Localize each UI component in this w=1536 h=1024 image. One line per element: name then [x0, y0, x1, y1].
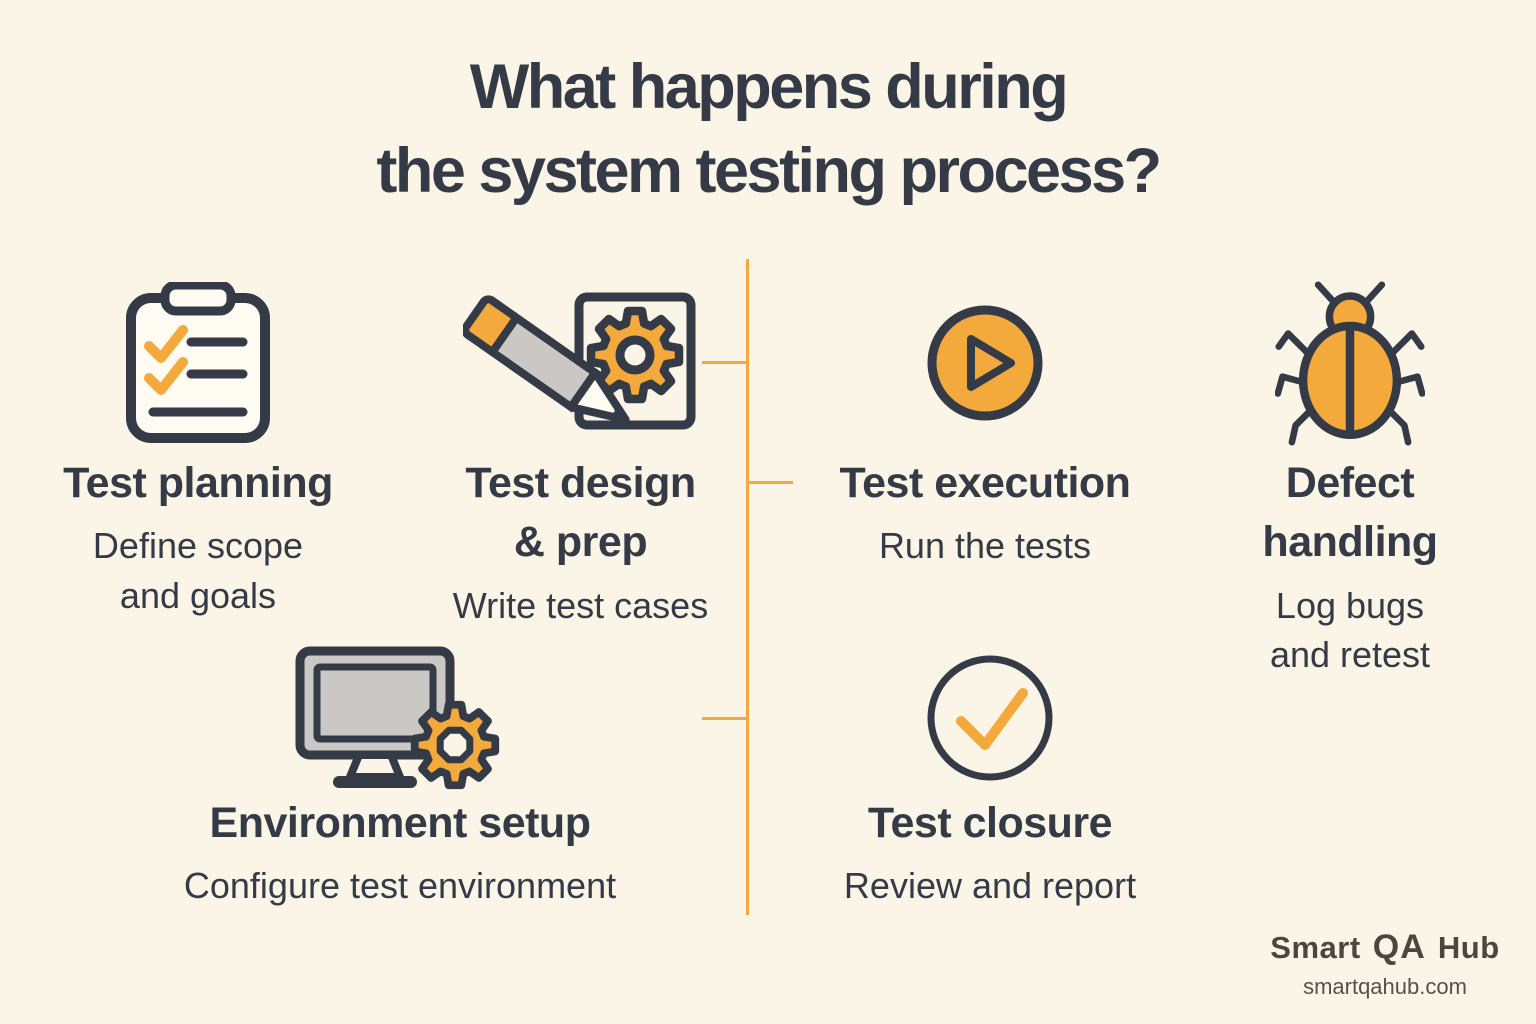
connector-tick-test-execution [748, 481, 793, 484]
page-title-line-1: What happens during [469, 52, 1069, 122]
vertical-connector-line [746, 259, 749, 915]
stage-subtitle-line: and goals [119, 575, 277, 616]
clipboard-checklist-svg [126, 282, 270, 443]
stage-subtitle: Review and report [844, 861, 1136, 911]
play-circle-svg [927, 305, 1043, 421]
stage-subtitle: Run the tests [879, 521, 1091, 571]
stage-subtitle: Log bugs and retest [1270, 581, 1430, 680]
stage-subtitle-line: Run the tests [878, 525, 1092, 567]
stage-subtitle-line: Write test cases [452, 584, 709, 626]
stage-title: Test execution [840, 454, 1131, 513]
stage-title-line: Test planning [63, 459, 333, 507]
stage-subtitle: Configure test environment [184, 861, 616, 911]
stage-title: Test closure [867, 794, 1113, 853]
bug-svg [1275, 280, 1425, 446]
stage-title-line: Defect [1285, 459, 1415, 507]
monitor-gear-svg [295, 646, 500, 789]
stage-title-line: Test execution [839, 459, 1131, 507]
play-circle-icon [800, 272, 1170, 454]
stage-title: Environment setup [210, 794, 591, 853]
stage-title-line: & prep [513, 518, 648, 567]
stage-subtitle-line: Define scope [92, 525, 304, 567]
stage-title: Defect handling [1262, 454, 1438, 573]
brand-website: smartqahub.com [1303, 974, 1467, 999]
brand-name-hub: Hub [1437, 930, 1500, 965]
pencil-document-gear-icon [408, 272, 753, 454]
brand-qa-monogram: QA [1372, 928, 1426, 966]
brand-name-smart: Smart [1270, 930, 1361, 965]
clipboard-checklist-icon [18, 272, 378, 454]
brand-name: Smart QA Hub [1225, 928, 1536, 967]
brand-footer: Smart QA Hub smartqahub.com [1225, 928, 1536, 1000]
stage-title-line: Environment setup [209, 799, 591, 847]
bug-icon [1190, 272, 1510, 454]
stage-title: Test design & prep [465, 454, 696, 573]
stage-subtitle-line: Configure test environment [183, 865, 617, 907]
stage-test-execution: Test execution Run the tests [800, 272, 1170, 571]
page-title: What happens during the system testing p… [0, 46, 1536, 214]
stage-subtitle: Write test cases [453, 581, 708, 631]
stage-title-line: Test closure [867, 799, 1113, 847]
connector-tick-test-design [702, 361, 748, 364]
stage-subtitle-line: Log bugs [1275, 584, 1425, 626]
check-circle-svg [927, 655, 1053, 781]
stage-subtitle-line: and retest [1269, 634, 1431, 676]
stage-subtitle: Define scope and goals [93, 521, 303, 620]
page-title-line-2: the system testing process? [376, 135, 1162, 206]
stage-subtitle-line: Review and report [843, 865, 1137, 907]
stage-title-line: Test design [465, 459, 696, 507]
monitor-gear-icon [140, 642, 660, 794]
pencil-document-gear-svg [463, 292, 696, 429]
stage-environment-setup: Environment setup Configure test environ… [140, 642, 660, 911]
connector-tick-environment-setup [702, 717, 748, 720]
stage-test-planning: Test planning Define scope and goals [18, 272, 378, 621]
stage-defect-handling: Defect handling Log bugs and retest [1190, 272, 1510, 680]
stage-test-design-prep: Test design & prep Write test cases [408, 272, 753, 630]
check-circle-icon [788, 642, 1192, 794]
stage-title: Test planning [63, 454, 333, 513]
stage-test-closure: Test closure Review and report [788, 642, 1192, 911]
stage-title-line: handling [1262, 518, 1438, 567]
